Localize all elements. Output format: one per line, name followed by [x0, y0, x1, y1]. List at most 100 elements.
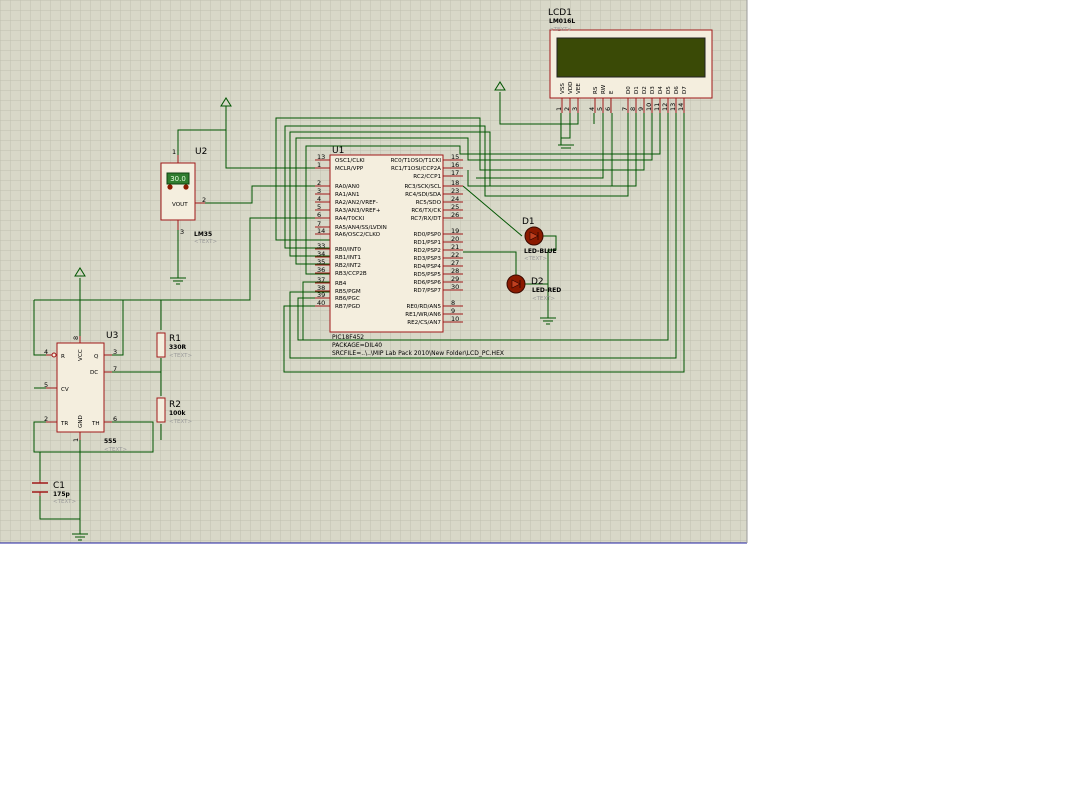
- lcd-pin-name: RW: [601, 84, 607, 94]
- resistor-r2-value: 100k: [169, 410, 187, 417]
- lcd-pin-number: 2: [563, 107, 571, 111]
- timer-pin-gnd-num: 1: [72, 438, 80, 442]
- timer-pin-cv: CV: [61, 387, 69, 393]
- timer-pin-tr-num: 2: [44, 415, 48, 423]
- mcu-pin-name: RA2/AN2/VREF-: [335, 200, 378, 206]
- sensor-body: [160, 162, 196, 221]
- resistor-r2[interactable]: R2 100k <TEXT>: [156, 397, 192, 425]
- mcu-pin-name: RA5/AN4/SS/LVDIN: [335, 225, 387, 231]
- led-d2[interactable]: D2 LED-RED <TEXT>: [506, 274, 561, 302]
- power-terminal-icon: [74, 267, 86, 277]
- mcu-pin-number: 6: [317, 211, 321, 219]
- mcu-pin-number: 5: [317, 203, 321, 211]
- mcu-pin-name: RC1/T1OSI/CCP2A: [391, 166, 441, 172]
- lcd-pin-number: 7: [621, 107, 629, 111]
- mcu-pin-number: 28: [451, 267, 459, 275]
- sensor-pin-top: 1: [172, 148, 176, 156]
- ground-icon: [540, 317, 556, 325]
- timer-pin-r-num: 4: [44, 348, 48, 356]
- mcu-pin-number: 19: [451, 227, 459, 235]
- lcd-pin-number: 10: [645, 103, 653, 111]
- sensor-display-value: 30.0: [170, 175, 186, 183]
- lcd-pin-number: 8: [629, 107, 637, 111]
- timer-pin-dc: DC: [90, 370, 98, 376]
- power-terminal-icon: [494, 81, 506, 91]
- mcu-pin-number: 23: [451, 187, 459, 195]
- mcu-pin-number: 18: [451, 179, 459, 187]
- mcu-component[interactable]: U1 PIC18F452 PACKAGE=DIL40 SRCFILE=..\..…: [315, 146, 504, 357]
- mcu-pin-name: RB1/INT1: [335, 255, 361, 261]
- lcd-pin-name: D0: [626, 86, 632, 94]
- mcu-pin-number: 33: [317, 242, 325, 250]
- lcd-component[interactable]: LCD1 LM016L <TEXT> VSS1VDD2VEE3RS4RW5E6D…: [548, 8, 713, 113]
- lcd-screen: [556, 37, 706, 78]
- timer-component[interactable]: U3 555 <TEXT> R 4 Q 3 DC 7 CV 5 TR 2 TH …: [44, 331, 127, 453]
- mcu-pin-name: RD2/PSP2: [414, 248, 442, 254]
- resistor-r1-value: 330R: [169, 344, 187, 351]
- led-d1-placeholder: <TEXT>: [524, 256, 547, 262]
- lcd-pin-name: D3: [650, 86, 656, 94]
- capacitor-ref: C1: [53, 481, 65, 491]
- lcd-pin-number: 12: [661, 103, 669, 111]
- lcd-pin-number: 4: [588, 107, 596, 111]
- mcu-pin-number: 1: [317, 161, 321, 169]
- sensor-component[interactable]: 30.0 VOUT 1 2 3 U2 LM35 <TEXT>: [160, 147, 217, 245]
- lcd-pin-name: E: [609, 90, 615, 94]
- led-d1[interactable]: D1 LED-BLUE <TEXT>: [522, 217, 557, 262]
- mcu-pin-name: MCLR/VPP: [335, 166, 364, 172]
- mcu-pin-number: 39: [317, 291, 325, 299]
- mcu-pin-number: 17: [451, 169, 459, 177]
- mcu-pin-name: RB6/PGC: [335, 296, 360, 302]
- mcu-pin-name: RC7/RX/DT: [411, 216, 442, 222]
- timer-pin-cv-num: 5: [44, 381, 48, 389]
- mcu-pin-number: 29: [451, 275, 459, 283]
- mcu-pin-number: 4: [317, 195, 321, 203]
- lcd-pin-name: D6: [674, 86, 680, 94]
- timer-pin-gnd: GND: [78, 415, 84, 428]
- sensor-display: [166, 172, 190, 185]
- mcu-pin-name: RC2/CCP1: [413, 174, 441, 180]
- lcd-pin-name: D5: [666, 86, 672, 94]
- mcu-pin-name: RD1/PSP1: [414, 240, 442, 246]
- mcu-pin-name: RC5/SDO: [416, 200, 442, 206]
- sensor-button-up-icon[interactable]: [183, 184, 189, 190]
- lcd-pin-name: D7: [682, 86, 688, 94]
- mcu-pin-name: RA6/OSC2/CLKO: [335, 232, 381, 238]
- mcu-pin-number: 30: [451, 283, 459, 291]
- mcu-pin-name: RA0/AN0: [335, 184, 360, 190]
- resistor-r1[interactable]: R1 330R <TEXT>: [156, 332, 192, 359]
- mcu-pin-name: RB4: [335, 281, 347, 287]
- timer-pin-dc-num: 7: [113, 365, 117, 373]
- mcu-pin-number: 26: [451, 211, 459, 219]
- mcu-pin-name: RD7/PSP7: [414, 288, 442, 294]
- mcu-pin-name: RE0/RD/AN5: [406, 304, 441, 310]
- sensor-button-down-icon[interactable]: [167, 184, 173, 190]
- capacitor-placeholder: <TEXT>: [53, 499, 76, 505]
- capacitor-c1[interactable]: C1 175p <TEXT>: [32, 480, 76, 505]
- resistor-icon: [156, 397, 166, 423]
- timer-text-placeholder: <TEXT>: [104, 447, 127, 453]
- mcu-pin-number: 10: [451, 315, 459, 323]
- mcu-ref: U1: [332, 146, 344, 156]
- lcd-pin-number: 14: [677, 103, 685, 111]
- mcu-pin-number: 35: [317, 258, 325, 266]
- mcu-pin-number: 24: [451, 195, 459, 203]
- lcd-pins: VSS1VDD2VEE3RS4RW5E6D07D18D29D310D411D51…: [555, 82, 688, 113]
- timer-pin-vcc-num: 8: [72, 336, 80, 340]
- lcd-pin-name: D1: [634, 86, 640, 94]
- power-terminals: [74, 81, 506, 277]
- mcu-pin-number: 20: [451, 235, 459, 243]
- lcd-ref: LCD1: [548, 8, 572, 18]
- mcu-body: [329, 154, 444, 333]
- ground-icon: [72, 533, 88, 541]
- mcu-pin-name: RD5/PSP5: [414, 272, 442, 278]
- resistor-icon: [156, 332, 166, 358]
- timer-pin-q: Q: [94, 354, 99, 360]
- sensor-vout-label: VOUT: [172, 202, 188, 208]
- mcu-pin-name: RE1/WR/AN6: [405, 312, 441, 318]
- mcu-srcfile: SRCFILE=..\..\MIP Lab Pack 2010\New Fold…: [332, 350, 504, 357]
- mcu-pin-number: 21: [451, 243, 459, 251]
- resistor-r1-ref: R1: [169, 334, 181, 344]
